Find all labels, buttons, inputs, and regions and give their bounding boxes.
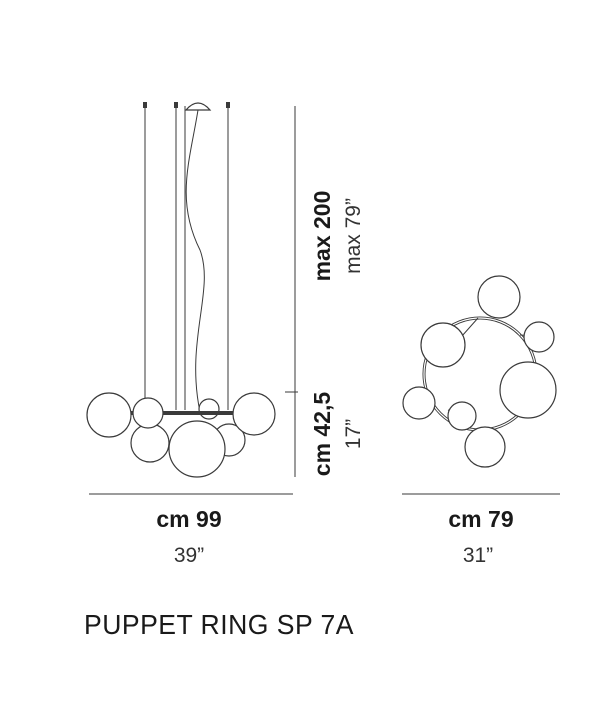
globe [464,426,506,468]
suspension-cables [143,102,230,410]
height-max-in: max 79” [342,198,365,274]
power-cord [185,109,205,413]
globe [447,401,477,431]
top-view [402,275,557,468]
front-view [86,102,276,478]
globe [86,392,132,438]
top-width-in: 31” [463,544,493,567]
globe [477,275,521,319]
ceiling-canopy [184,102,212,111]
globe [402,386,436,420]
globe [523,321,555,353]
height-max-cm: max 200 [309,191,335,282]
globe [420,322,466,368]
product-name: PUPPET RING SP 7A [84,609,354,640]
globe [499,361,557,419]
globe [198,398,220,420]
globe [130,423,170,463]
front-width-in: 39” [174,544,204,567]
front-width-cm: cm 99 [156,506,221,532]
top-width-cm: cm 79 [448,506,513,532]
globe [132,397,164,429]
height-body-cm: cm 42,5 [309,392,335,477]
globe [168,420,226,478]
height-dimension [285,106,298,477]
height-body-in: 17” [342,419,365,449]
globe [232,392,276,436]
